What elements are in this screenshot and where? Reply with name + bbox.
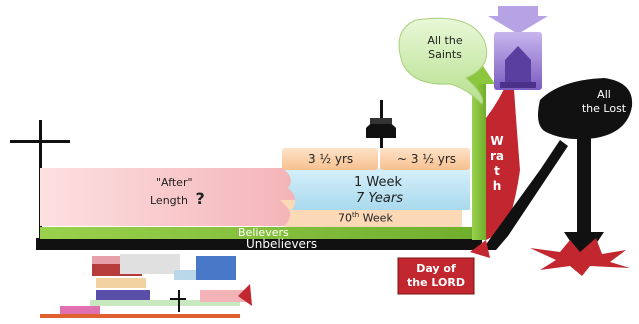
throne-icon	[488, 6, 548, 90]
lost-diagonal	[482, 140, 568, 250]
seven-years-label: 7 Years	[356, 191, 403, 206]
after-band	[40, 168, 300, 226]
wrath-label: Wrath	[490, 134, 505, 193]
length-label: Length	[150, 194, 188, 207]
saints-line-2: Saints	[428, 48, 462, 61]
believers-label: Believers	[238, 226, 289, 239]
inset-thumbnail	[40, 254, 252, 318]
red-splash	[530, 238, 630, 276]
seventieth-suffix: th	[352, 211, 360, 219]
saints-bubble	[398, 17, 488, 105]
wrath-block	[486, 60, 520, 240]
believers-rapture-arrow	[463, 60, 495, 240]
day-of-lord-callout	[397, 240, 490, 295]
saints-label: All the Saints	[412, 34, 478, 62]
saints-line-1: All the	[427, 34, 463, 47]
second-half-label: ~ 3 ½ yrs	[397, 152, 457, 166]
first-half-label: 3 ½ yrs	[308, 152, 354, 166]
unbelievers-label: Unbelievers	[246, 237, 318, 251]
one-week-band	[282, 168, 470, 210]
seventieth-number: 70	[338, 211, 352, 225]
first-half-band	[282, 148, 378, 170]
seventieth-week-label: 70th Week	[338, 211, 393, 225]
lost-line-1: All	[597, 88, 611, 101]
after-label: "After"	[156, 176, 193, 189]
day-line-1: Day of	[416, 262, 456, 275]
day-line-2: the LORD	[407, 276, 465, 289]
lost-down-arrow	[564, 136, 604, 262]
lost-label: All the Lost	[580, 88, 628, 116]
lamp-icon	[366, 100, 396, 148]
seventieth-word: Week	[359, 211, 393, 225]
second-half-band	[380, 148, 470, 170]
question-mark: ?	[195, 189, 205, 208]
lost-bubble	[538, 78, 633, 140]
length-label-group: Length ?	[150, 189, 205, 208]
day-of-lord-label: Day of the LORD	[398, 262, 474, 290]
believers-line	[40, 227, 484, 239]
one-week-label: 1 Week	[354, 175, 403, 190]
lost-line-2: the Lost	[581, 102, 627, 115]
unbelievers-line	[36, 238, 482, 250]
